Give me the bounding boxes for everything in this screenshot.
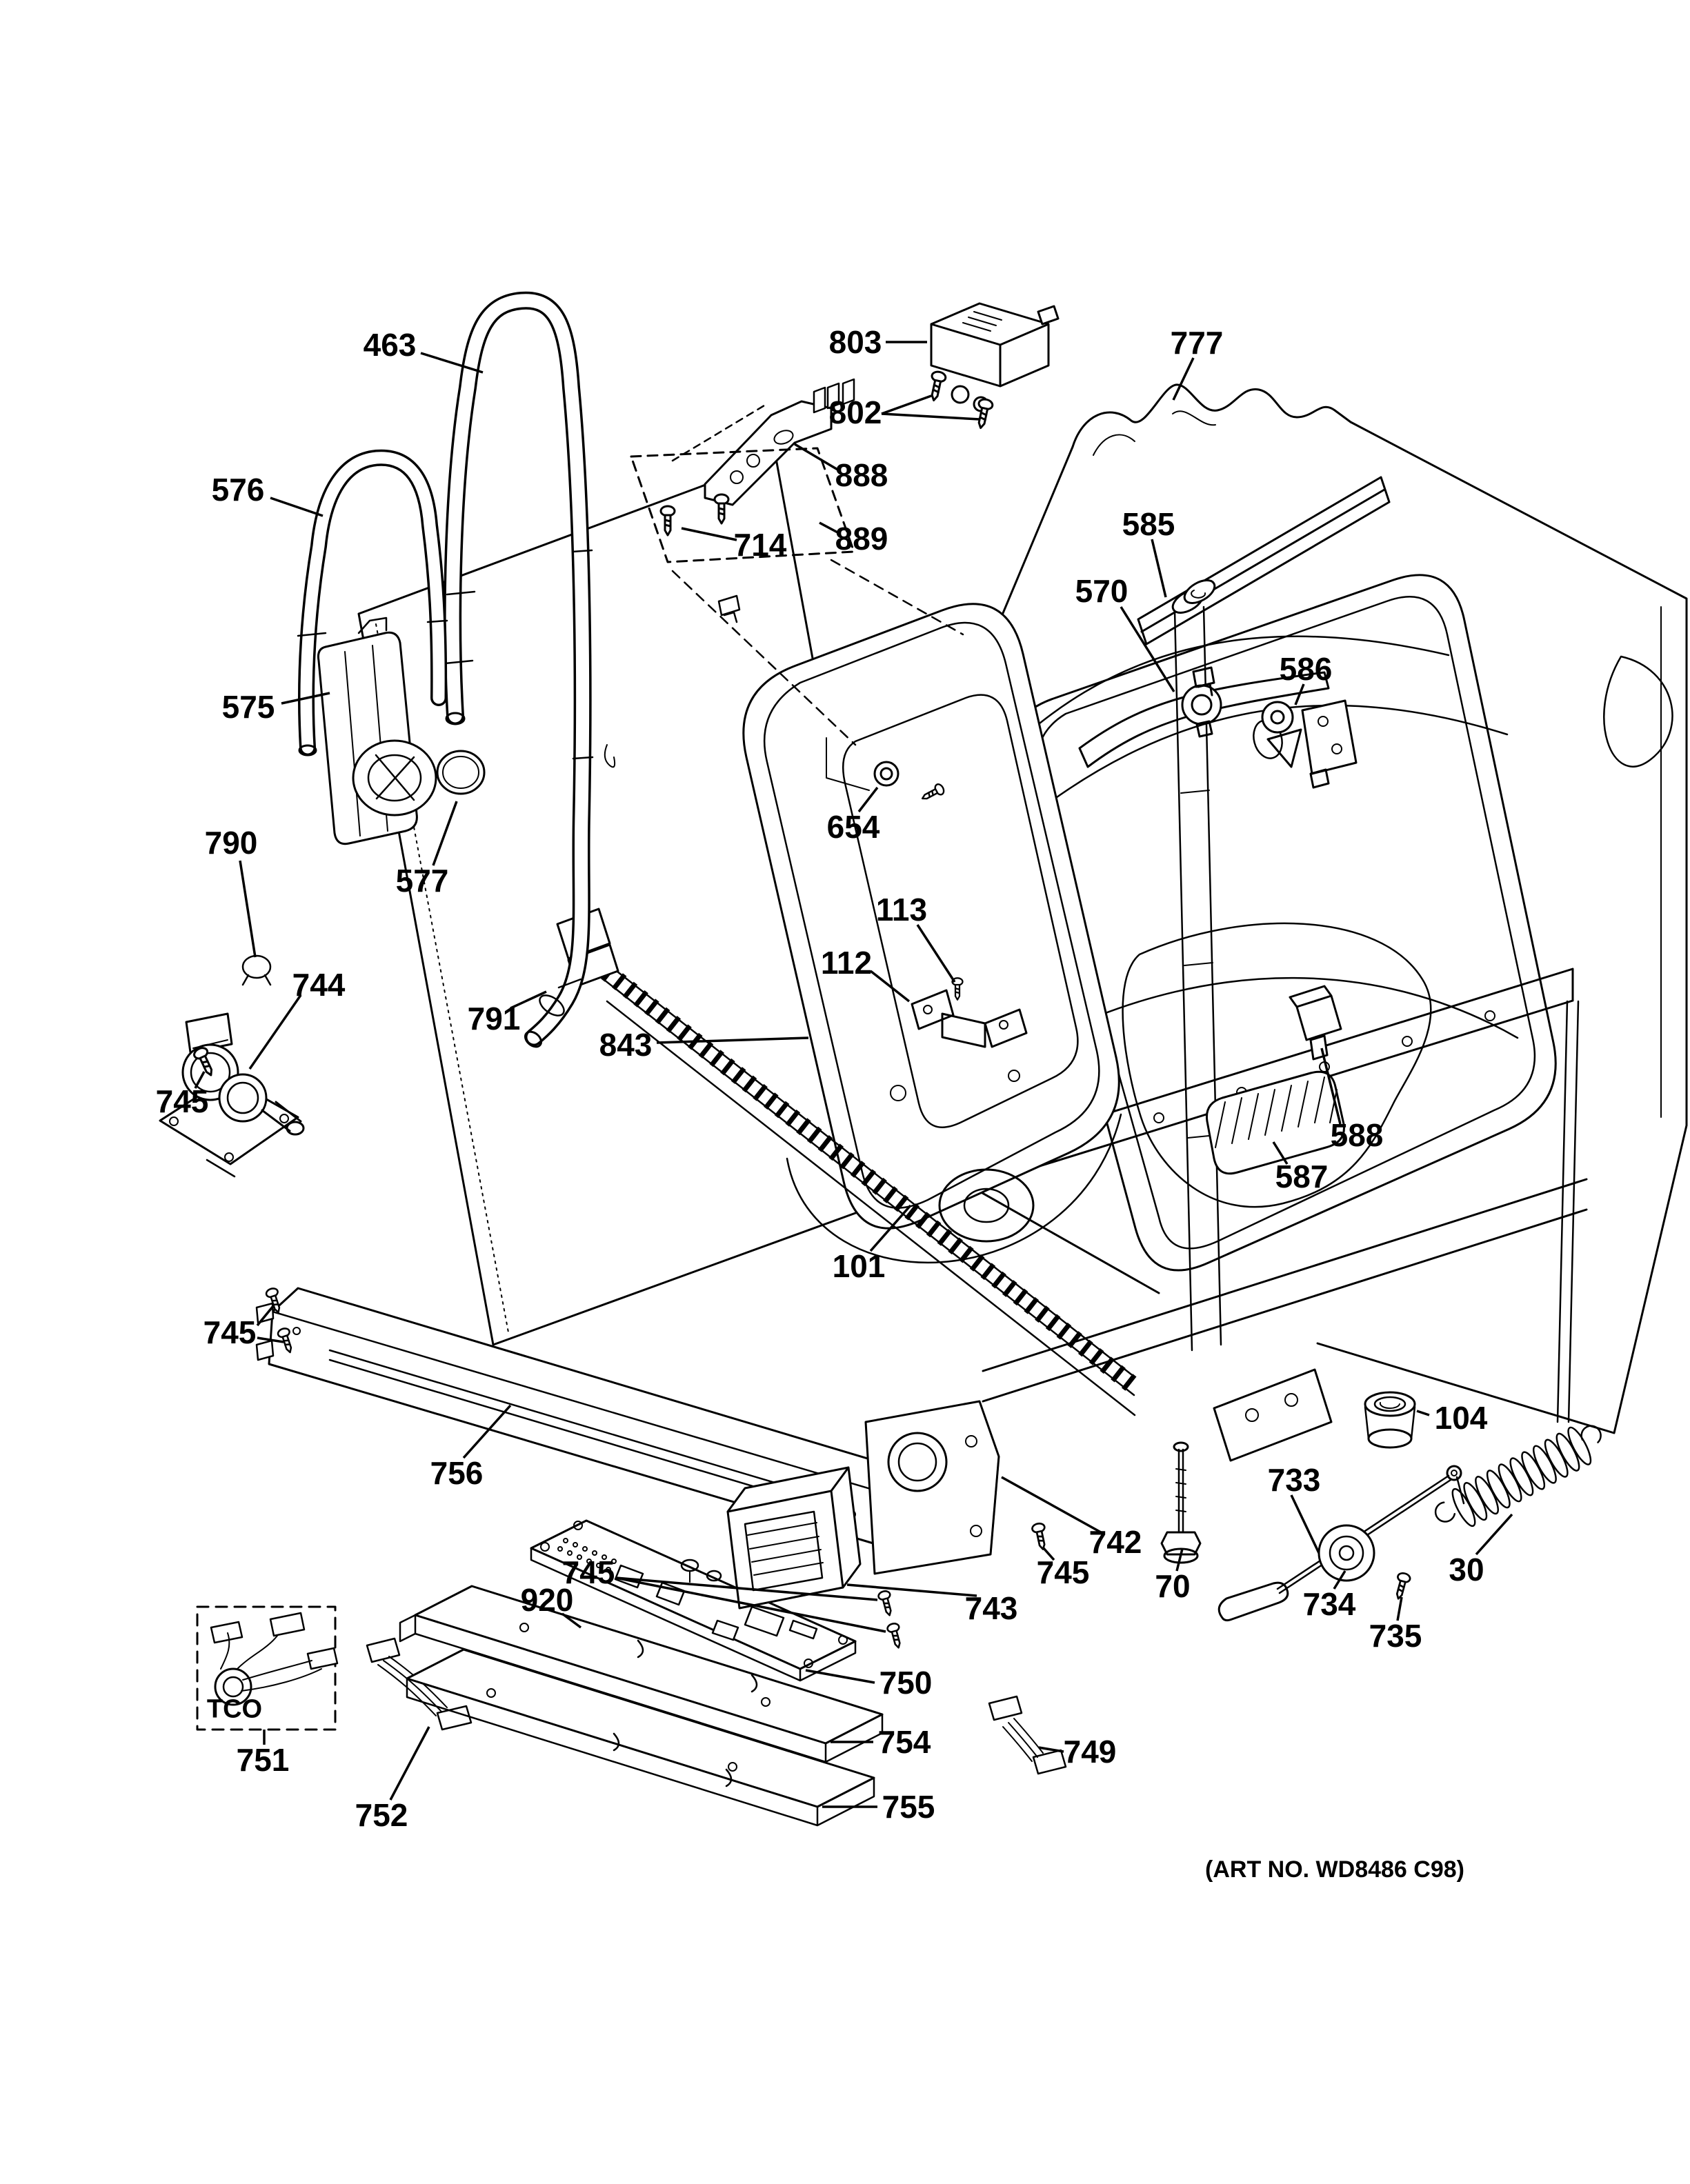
leader-line-576 <box>270 497 324 517</box>
leader-line-920 <box>561 1612 582 1629</box>
part-label-587-22: 587 <box>1275 1159 1329 1194</box>
part-label-790-3: 790 <box>205 825 258 861</box>
part-label-888-11: 888 <box>835 457 888 493</box>
leader-line-588 <box>1320 1048 1342 1125</box>
part-label-735-35: 735 <box>1369 1618 1422 1654</box>
leader-line-843 <box>656 1036 809 1044</box>
part-label-755-40: 755 <box>882 1789 935 1825</box>
leader-line-735 <box>1396 1596 1403 1621</box>
part-label-843-8: 843 <box>599 1027 653 1063</box>
leader-line-733 <box>1290 1494 1320 1554</box>
part-label-575-2: 575 <box>222 689 275 725</box>
leader-line-745 <box>194 1071 206 1089</box>
leader-line-587 <box>1272 1141 1289 1165</box>
part-label-920-27: 920 <box>521 1582 574 1618</box>
leader-line-745 <box>615 1576 878 1601</box>
leader-line-745 <box>615 1576 886 1633</box>
part-label-752-42: 752 <box>355 1797 408 1833</box>
leader-line-790 <box>239 860 257 958</box>
part-label-742-30: 742 <box>1089 1524 1142 1560</box>
hoses-and-inlet-valve-drawing <box>159 291 594 1178</box>
leader-line-802 <box>881 394 932 415</box>
part-label-749-39: 749 <box>1064 1734 1117 1770</box>
leader-line-585 <box>1151 539 1167 598</box>
part-label-756-25: 756 <box>430 1455 484 1491</box>
leader-line-752 <box>389 1726 430 1801</box>
leader-line-889 <box>819 521 839 534</box>
part-label-588-21: 588 <box>1331 1117 1384 1153</box>
part-label-463-0: 463 <box>364 327 417 363</box>
part-label--ART-NO-WD8486-C98--44: (ART NO. WD8486 C98) <box>1205 1856 1464 1883</box>
leader-line-112 <box>869 970 911 1003</box>
leader-line-113 <box>916 924 956 983</box>
leader-line-734 <box>1333 1570 1346 1590</box>
part-label-889-12: 889 <box>835 521 888 557</box>
spray-arm-and-supports-drawing <box>1078 476 1391 1175</box>
leader-line-70 <box>1175 1548 1184 1572</box>
leader-line-577 <box>432 801 458 866</box>
leader-line-101 <box>869 1204 912 1252</box>
part-label-745-6: 745 <box>156 1083 209 1119</box>
leader-line-750 <box>805 1669 875 1684</box>
base-hardware-drawing <box>726 1391 1602 1622</box>
leader-line-749 <box>1038 1746 1064 1753</box>
part-label-803-9: 803 <box>829 324 882 360</box>
part-label-654-18: 654 <box>827 809 880 845</box>
part-label-734-34: 734 <box>1303 1586 1356 1622</box>
leader-line-575 <box>281 692 330 705</box>
leader-line-743 <box>846 1583 977 1597</box>
leader-line-30 <box>1475 1513 1513 1556</box>
leader-line-744 <box>248 994 302 1070</box>
part-label-744-5: 744 <box>292 967 346 1003</box>
part-label-30-36: 30 <box>1449 1552 1484 1587</box>
part-label-576-1: 576 <box>212 472 265 508</box>
part-label-TCO-43: TCO <box>207 1694 262 1723</box>
door-panel-drawing <box>357 457 1137 1416</box>
part-label-112-20: 112 <box>821 945 872 981</box>
part-label-714-13: 714 <box>734 527 787 563</box>
leader-line-586 <box>1294 683 1305 705</box>
part-label-750-37: 750 <box>879 1665 933 1701</box>
part-label-745-26: 745 <box>562 1554 615 1590</box>
part-label-743-32: 743 <box>965 1590 1018 1626</box>
leader-line-714 <box>681 527 737 541</box>
part-label-70-31: 70 <box>1155 1568 1190 1604</box>
leader-line-570 <box>1120 606 1175 692</box>
part-label-802-10: 802 <box>829 394 882 430</box>
part-labels-layer: 463 576 575 790 577 744 745 791 843 803 802 888 889 7… <box>156 324 1513 1883</box>
leader-line-802 <box>881 412 980 421</box>
tub-body-drawing <box>916 383 1688 1462</box>
leader-line-791 <box>510 990 547 1010</box>
part-label-104-28: 104 <box>1435 1400 1488 1436</box>
part-label-113-19: 113 <box>876 892 927 928</box>
part-label-577-4: 577 <box>396 863 449 899</box>
part-label-777-14: 777 <box>1171 325 1224 361</box>
leader-line-745 <box>1042 1546 1055 1561</box>
part-label-754-38: 754 <box>878 1724 931 1760</box>
part-label-745-24: 745 <box>203 1314 257 1350</box>
leader-line-654 <box>857 786 879 813</box>
leader-line-777 <box>1172 357 1195 401</box>
leader-line-104 <box>1416 1410 1430 1416</box>
part-label-586-17: 586 <box>1280 651 1333 687</box>
part-label-745-33: 745 <box>1037 1554 1090 1590</box>
part-label-751-41: 751 <box>237 1742 290 1778</box>
part-label-791-7: 791 <box>468 1001 521 1036</box>
part-label-733-29: 733 <box>1268 1462 1321 1498</box>
access-panel-and-controls-drawing <box>196 1286 1067 1827</box>
door-latch-group-drawing <box>630 302 1060 746</box>
leader-line-742 <box>1001 1476 1102 1534</box>
leader-line-756 <box>462 1404 512 1459</box>
part-label-101-23: 101 <box>833 1248 886 1284</box>
part-label-585-15: 585 <box>1122 506 1175 542</box>
leader-line-463 <box>420 352 484 374</box>
leader-line-745 <box>256 1305 275 1327</box>
leader-line-745 <box>257 1336 284 1343</box>
part-label-570-16: 570 <box>1075 573 1129 609</box>
leader-line-888 <box>794 443 839 472</box>
